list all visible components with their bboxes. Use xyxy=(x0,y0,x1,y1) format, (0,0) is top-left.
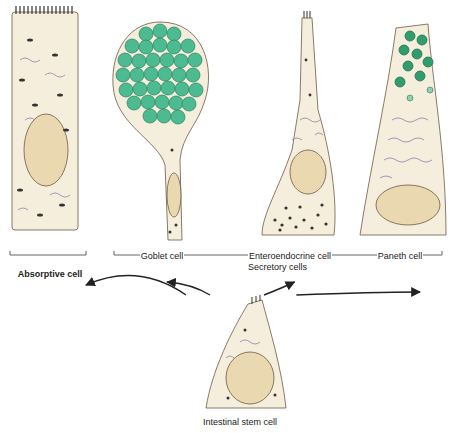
differentiation-arrow xyxy=(167,282,210,295)
cell-node: Enteroendocrine cell xyxy=(245,5,335,282)
differentiation-arrow xyxy=(264,282,295,295)
cell-label: Goblet cell xyxy=(140,251,185,261)
label-wrap: Intestinal stem cell xyxy=(160,411,320,429)
cell-node: Intestinal stem cell xyxy=(180,295,300,429)
label-wrap: Goblet cell xyxy=(92,245,232,263)
label-wrap: Paneth cell xyxy=(330,245,470,263)
cell-label: Enteroendocrine cell xyxy=(248,251,332,261)
cell-label: Paneth cell xyxy=(377,251,424,261)
cell-node: Goblet cell xyxy=(112,5,212,282)
group-label: Secretory cells xyxy=(247,262,308,272)
cell-label: Absorptive cell xyxy=(17,269,84,279)
label-wrap: Enteroendocrine cell xyxy=(225,245,355,263)
cell-label: Intestinal stem cell xyxy=(202,417,278,427)
differentiation-arrow xyxy=(296,292,420,295)
cell-node: Paneth cell xyxy=(350,5,450,292)
cell-node: Absorptive cell xyxy=(5,5,95,285)
differentiation-arrow xyxy=(86,276,186,295)
label-wrap: Absorptive cell xyxy=(0,263,115,281)
